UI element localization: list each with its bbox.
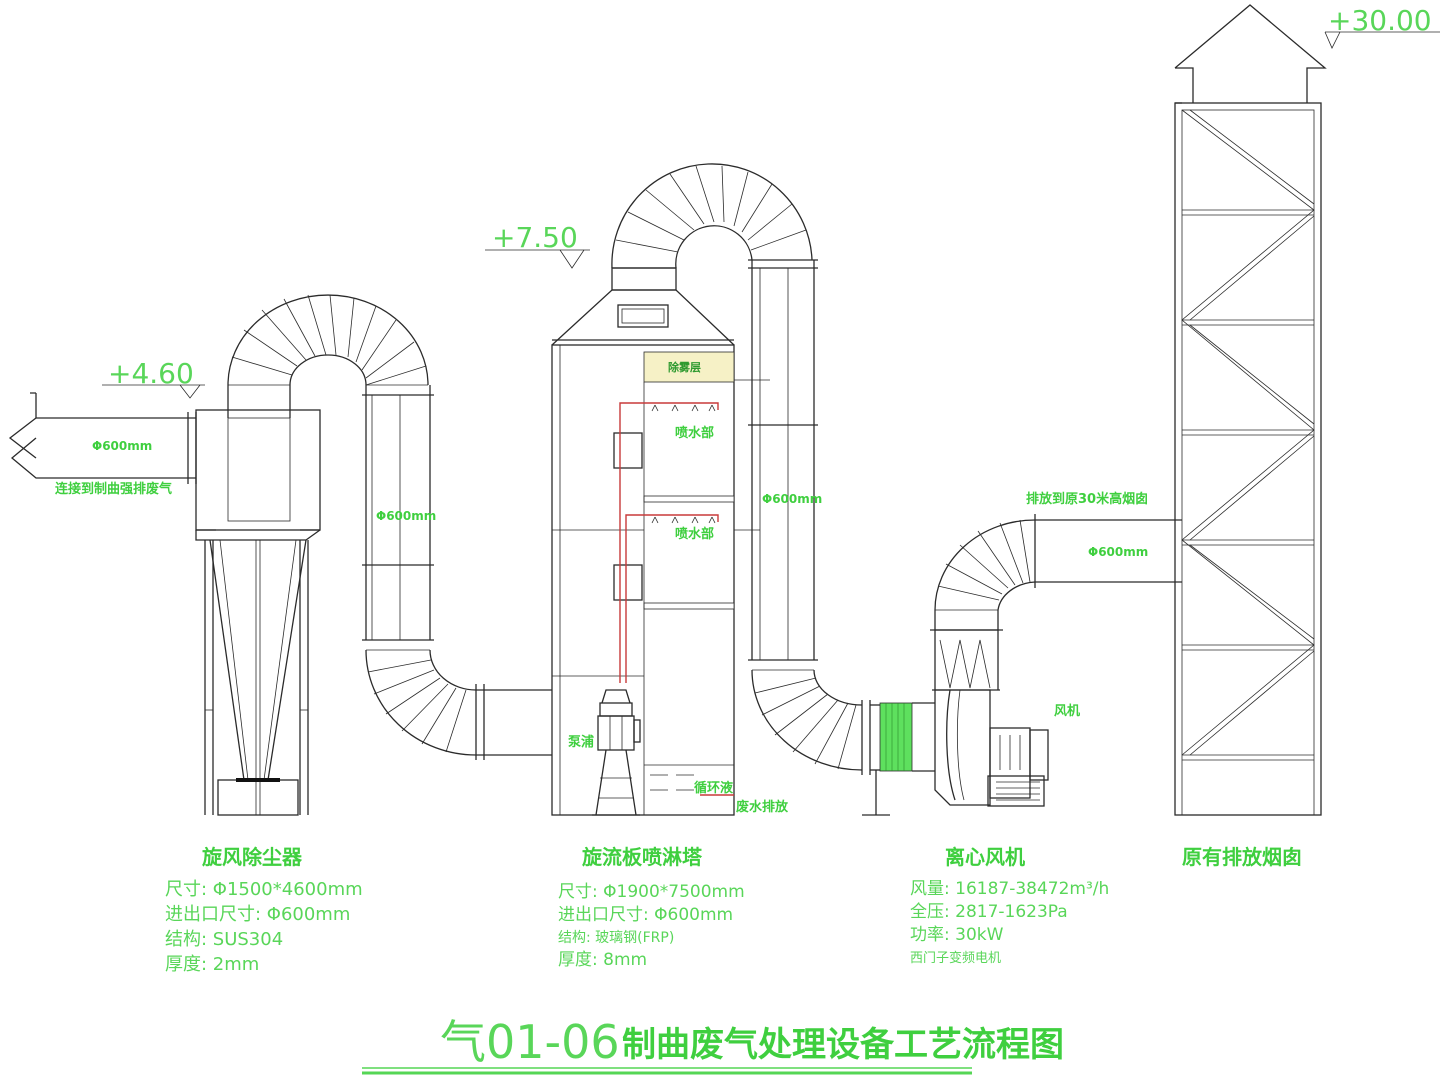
inlet-source-label: 连接到制曲强排废气 bbox=[55, 481, 172, 497]
drawing-title: 气01-06 制曲废气处理设备工艺流程图 bbox=[362, 1015, 1064, 1075]
spec-line: 进出口尺寸: Φ600mm bbox=[165, 904, 350, 925]
svg-text:+7.50: +7.50 bbox=[492, 221, 578, 254]
title-code: 气01-06 bbox=[440, 1015, 620, 1069]
level-marker-tower: +7.50 bbox=[485, 221, 590, 269]
fan-label: 风机 bbox=[1054, 703, 1080, 719]
svg-text:+4.60: +4.60 bbox=[108, 357, 194, 390]
spec-line: 尺寸: Φ1900*7500mm bbox=[558, 882, 745, 902]
discharge-label: 排放到原30米高烟囱 bbox=[1026, 491, 1148, 507]
cyclone-separator bbox=[195, 409, 321, 816]
duct-3 bbox=[934, 514, 1182, 630]
level-marker-inlet: +4.60 bbox=[102, 357, 205, 399]
pump-label: 泵浦 bbox=[568, 734, 594, 750]
spec-line: 厚度: 8mm bbox=[558, 950, 647, 970]
spec-line: 结构: SUS304 bbox=[165, 929, 283, 950]
title-text: 制曲废气处理设备工艺流程图 bbox=[622, 1025, 1064, 1065]
demister-label: 除雾层 bbox=[668, 360, 701, 374]
equipment-fan: 离心风机 风量: 16187-38472m³/h 全压: 2817-1623Pa… bbox=[910, 845, 1109, 966]
equipment-name: 离心风机 bbox=[945, 845, 1025, 869]
equipment-spray-tower: 旋流板喷淋塔 尺寸: Φ1900*7500mm 进出口尺寸: Φ600mm 结构… bbox=[558, 845, 745, 970]
spec-line: 功率: 30kW bbox=[910, 925, 1004, 945]
equipment-name: 旋风除尘器 bbox=[201, 845, 303, 869]
svg-text:+30.00: +30.00 bbox=[1328, 4, 1432, 37]
duct3-diameter: Φ600mm bbox=[1088, 545, 1148, 559]
duct2-diameter: Φ600mm bbox=[762, 492, 822, 506]
duct-1 bbox=[227, 294, 552, 760]
spec-line: 西门子变频电机 bbox=[910, 950, 1001, 966]
spec-line: 尺寸: Φ1500*4600mm bbox=[165, 879, 363, 900]
spec-line: 风量: 16187-38472m³/h bbox=[910, 879, 1109, 899]
equipment-cyclone: 旋风除尘器 尺寸: Φ1500*4600mm 进出口尺寸: Φ600mm 结构:… bbox=[165, 845, 363, 975]
spray-section-1-label: 喷水部 bbox=[675, 425, 714, 441]
circulating-liquid-label: 循环液 bbox=[694, 780, 733, 796]
inlet-pipe-diameter: Φ600mm bbox=[92, 439, 152, 453]
equipment-name: 旋流板喷淋塔 bbox=[581, 845, 703, 869]
chimney bbox=[1174, 4, 1327, 816]
equipment-name: 原有排放烟囱 bbox=[1182, 845, 1302, 869]
duct-2 bbox=[611, 163, 935, 816]
waste-water-label: 废水排放 bbox=[736, 799, 789, 815]
spec-line: 结构: 玻璃钢(FRP) bbox=[558, 929, 674, 946]
spray-tower bbox=[551, 267, 770, 816]
spray-section-2-label: 喷水部 bbox=[675, 526, 714, 542]
spec-line: 厚度: 2mm bbox=[165, 954, 259, 975]
level-marker-chimney: +30.00 bbox=[1324, 4, 1440, 49]
pump bbox=[592, 689, 641, 816]
equipment-chimney: 原有排放烟囱 bbox=[1182, 845, 1302, 869]
spec-line: 进出口尺寸: Φ600mm bbox=[558, 905, 733, 925]
spec-line: 全压: 2817-1623Pa bbox=[910, 902, 1068, 922]
centrifugal-fan bbox=[930, 629, 1049, 807]
duct1-diameter: Φ600mm bbox=[376, 509, 436, 523]
